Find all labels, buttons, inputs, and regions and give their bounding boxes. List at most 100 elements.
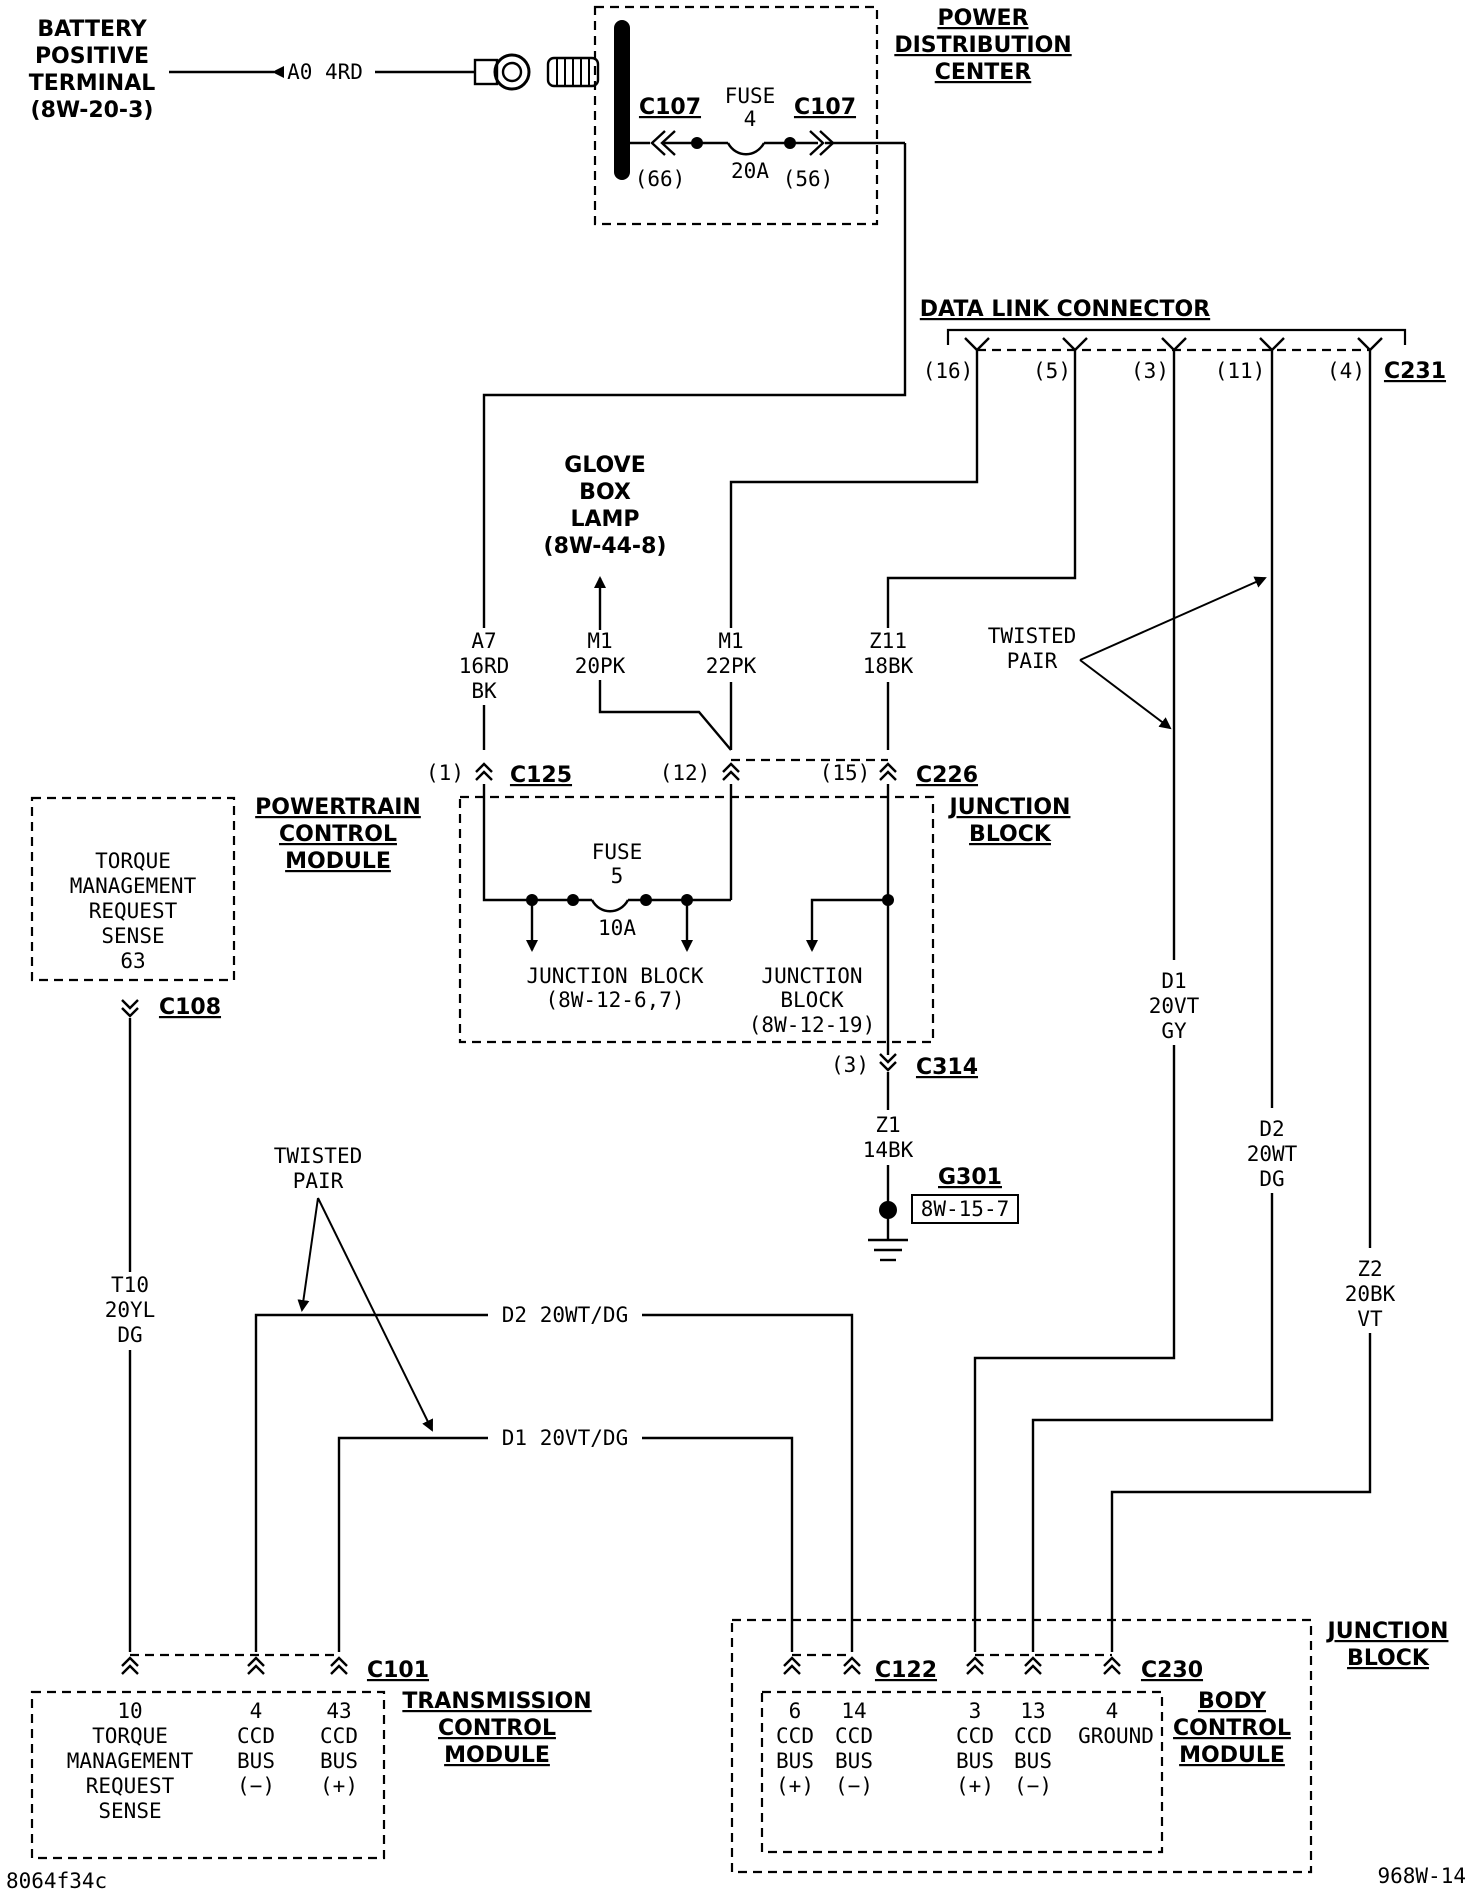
z11-wire-upper	[886, 350, 1077, 628]
c226-pin-15: (15)	[820, 761, 871, 785]
svg-text:4: 4	[1106, 1699, 1119, 1723]
svg-text:M1: M1	[587, 629, 612, 653]
a7-wire-label: A7 16RD BK	[459, 629, 510, 703]
c101-label: C101	[367, 1658, 429, 1683]
footer-right: 968W-14	[1377, 1864, 1466, 1888]
svg-text:MANAGEMENT: MANAGEMENT	[67, 1749, 194, 1773]
svg-text:GY: GY	[1161, 1019, 1187, 1043]
fuse4-label-1: FUSE	[725, 84, 776, 108]
svg-text:JUNCTION: JUNCTION	[1326, 1619, 1449, 1644]
svg-text:CCD: CCD	[835, 1724, 873, 1748]
svg-text:16RD: 16RD	[459, 654, 510, 678]
svg-text:BODY: BODY	[1198, 1689, 1267, 1714]
svg-text:D1: D1	[1161, 969, 1186, 993]
svg-text:JUNCTION: JUNCTION	[948, 795, 1071, 820]
d1-vert-wire-lower	[973, 1045, 1176, 1652]
z11-label: Z11 18BK	[863, 629, 914, 678]
c108-connector	[121, 999, 139, 1018]
jb-ref1-line1: JUNCTION BLOCK	[526, 964, 703, 988]
svg-text:20WT: 20WT	[1247, 1142, 1298, 1166]
c230-label: C230	[1141, 1658, 1203, 1683]
fuse-5	[482, 784, 733, 913]
svg-text:20VT: 20VT	[1149, 994, 1200, 1018]
svg-text:Z11: Z11	[869, 629, 907, 653]
ring-terminal-icon	[473, 53, 531, 91]
svg-text:M1: M1	[718, 629, 743, 653]
dlc-bracket	[946, 328, 1407, 345]
d2-horiz-wire-left	[254, 1313, 488, 1652]
glove-box-label-4: (8W-44-8)	[544, 534, 667, 559]
svg-text:REQUEST: REQUEST	[89, 899, 178, 923]
svg-text:63: 63	[120, 949, 145, 973]
battery-wire-label: A0 4RD	[287, 60, 363, 84]
svg-text:BUS: BUS	[320, 1749, 358, 1773]
svg-text:13: 13	[1020, 1699, 1045, 1723]
pcm-label: POWERTRAIN CONTROL MODULE	[255, 795, 421, 874]
svg-text:BUS: BUS	[776, 1749, 814, 1773]
c101-pin-10	[121, 1656, 139, 1675]
jb-ref1-line2: (8W-12-6,7)	[545, 988, 684, 1012]
svg-text:CONTROL: CONTROL	[279, 822, 397, 847]
m1-22pk-wire-upper	[729, 350, 979, 628]
svg-text:14: 14	[841, 1699, 866, 1723]
c314-pin: (3)	[831, 1053, 869, 1077]
m1-20pk-label: M1 20PK	[575, 629, 626, 678]
svg-text:MODULE: MODULE	[285, 849, 391, 874]
dlc-pin-5: (5)	[1033, 359, 1071, 383]
g301-label: G301	[938, 1165, 1002, 1190]
jb-ref2-line3: (8W-12-19)	[749, 1013, 875, 1037]
m1-20pk-wire	[598, 680, 732, 751]
c314-connector	[879, 1053, 897, 1072]
svg-text:14BK: 14BK	[863, 1138, 914, 1162]
svg-text:BLOCK: BLOCK	[1347, 1646, 1430, 1671]
svg-text:GROUND: GROUND	[1078, 1724, 1154, 1748]
glove-box-label-2: BOX	[579, 480, 631, 505]
c107-label-left: C107	[639, 95, 701, 120]
svg-text:REQUEST: REQUEST	[86, 1774, 175, 1798]
c125-connector	[475, 762, 493, 781]
svg-text:(−): (−)	[835, 1774, 873, 1798]
bcm-label: BODY CONTROL MODULE	[1173, 1689, 1291, 1768]
c122-label: C122	[875, 1658, 937, 1683]
junction-block-bottom-label: JUNCTION BLOCK	[1326, 1619, 1449, 1671]
svg-text:SENSE: SENSE	[101, 924, 164, 948]
svg-text:TRANSMISSION: TRANSMISSION	[402, 1689, 591, 1714]
pdc-label: POWER DISTRIBUTION CENTER	[894, 6, 1071, 85]
svg-text:MODULE: MODULE	[444, 1743, 550, 1768]
svg-text:Z2: Z2	[1357, 1257, 1382, 1281]
junction-block-top-box	[458, 795, 935, 1044]
svg-text:CCD: CCD	[956, 1724, 994, 1748]
d1-horiz-wire-left	[337, 1436, 488, 1652]
twisted-pair-arrow-d2	[1079, 576, 1267, 661]
jb-ref2-line2: BLOCK	[780, 988, 844, 1012]
c226-label: C226	[916, 763, 978, 788]
d1-horiz-wire-right	[642, 1436, 794, 1652]
c101-pin-43	[330, 1656, 348, 1675]
glove-box-label-1: GLOVE	[564, 453, 645, 478]
svg-text:CONTROL: CONTROL	[1173, 1716, 1291, 1741]
junction-block-bottom-box	[730, 1618, 1313, 1874]
z2-label: Z2 20BK VT	[1345, 1257, 1396, 1331]
svg-text:VT: VT	[1357, 1307, 1383, 1331]
a7-wire-upper	[482, 143, 907, 628]
twisted-pair-label-upper: TWISTED PAIR	[988, 624, 1077, 673]
twisted-pair-arrow-d1	[1079, 659, 1172, 730]
fuse4-rating: 20A	[731, 159, 769, 183]
jb-ref2-line1: JUNCTION	[761, 964, 862, 988]
svg-text:6: 6	[789, 1699, 802, 1723]
m1-22pk-label: M1 22PK	[706, 629, 757, 678]
dlc-title: DATA LINK CONNECTOR	[920, 297, 1210, 322]
svg-text:BUS: BUS	[835, 1749, 873, 1773]
svg-text:TORQUE: TORQUE	[92, 1724, 168, 1748]
fuse-4	[630, 130, 905, 156]
fuse4-label-2: 4	[744, 107, 757, 131]
svg-text:(+): (+)	[320, 1774, 358, 1798]
glove-box-lamp-label: GLOVE BOX LAMP (8W-44-8)	[544, 453, 667, 559]
g301-eyelet	[879, 1201, 897, 1219]
svg-text:(−): (−)	[237, 1774, 275, 1798]
svg-text:A7: A7	[471, 629, 496, 653]
dlc-pin-3: (3)	[1131, 359, 1169, 383]
battery-label-2: POSITIVE	[35, 44, 149, 69]
svg-text:PAIR: PAIR	[293, 1169, 344, 1193]
svg-text:TWISTED: TWISTED	[988, 624, 1077, 648]
